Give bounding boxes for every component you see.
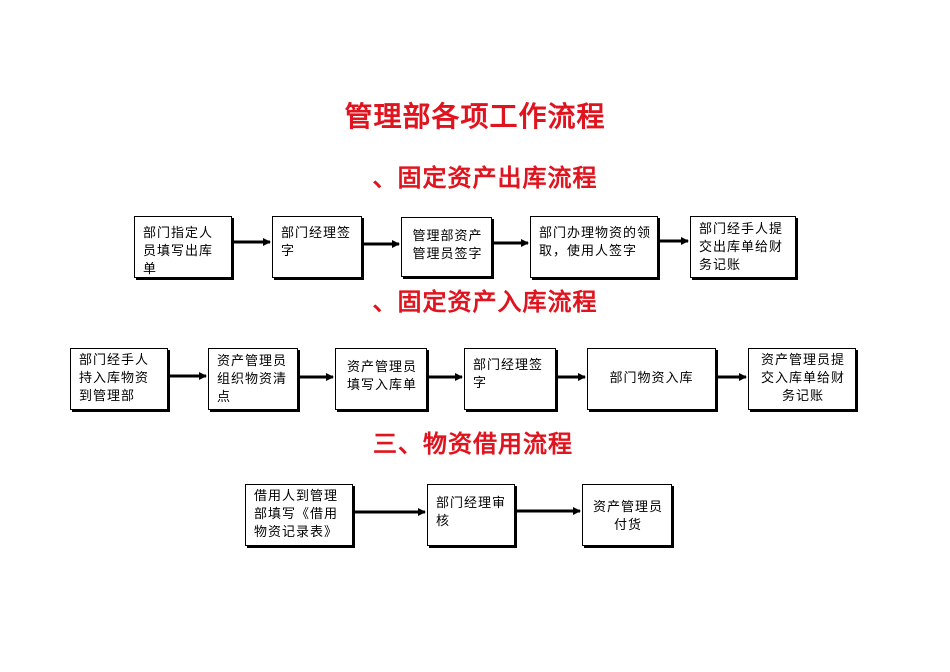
inbound-step-5: 部门物资入库 bbox=[587, 348, 716, 410]
inbound-step-2: 资产管理员组织物资清点 bbox=[208, 348, 298, 410]
page-title: 管理部各项工作流程 bbox=[344, 100, 606, 133]
outbound-step-1: 部门指定人员填写出库单 bbox=[134, 216, 232, 278]
inbound-step-4: 部门经理签字 bbox=[464, 348, 556, 410]
inbound-step-3: 资产管理员填写入库单 bbox=[335, 348, 427, 410]
inbound-step-1: 部门经手人持入库物资到管理部 bbox=[70, 348, 168, 410]
borrow-step-3: 资产管理员付货 bbox=[582, 484, 672, 546]
outbound-step-2: 部门经理签字 bbox=[272, 216, 362, 278]
section-heading-outbound: 、固定资产出库流程 bbox=[372, 163, 598, 192]
outbound-step-4: 部门办理物资的领取，使用人签字 bbox=[530, 216, 658, 278]
outbound-step-5: 部门经手人提交出库单给财务记账 bbox=[690, 216, 796, 278]
section-heading-borrow: 三、物资借用流程 bbox=[373, 429, 573, 458]
inbound-step-6: 资产管理员提交入库单给财务记账 bbox=[748, 348, 856, 410]
borrow-step-1: 借用人到管理部填写《借用物资记录表》 bbox=[245, 484, 353, 546]
outbound-step-3: 管理部资产管理员签字 bbox=[401, 217, 492, 277]
borrow-step-2: 部门经理审核 bbox=[427, 484, 515, 546]
section-heading-inbound: 、固定资产入库流程 bbox=[372, 287, 598, 316]
